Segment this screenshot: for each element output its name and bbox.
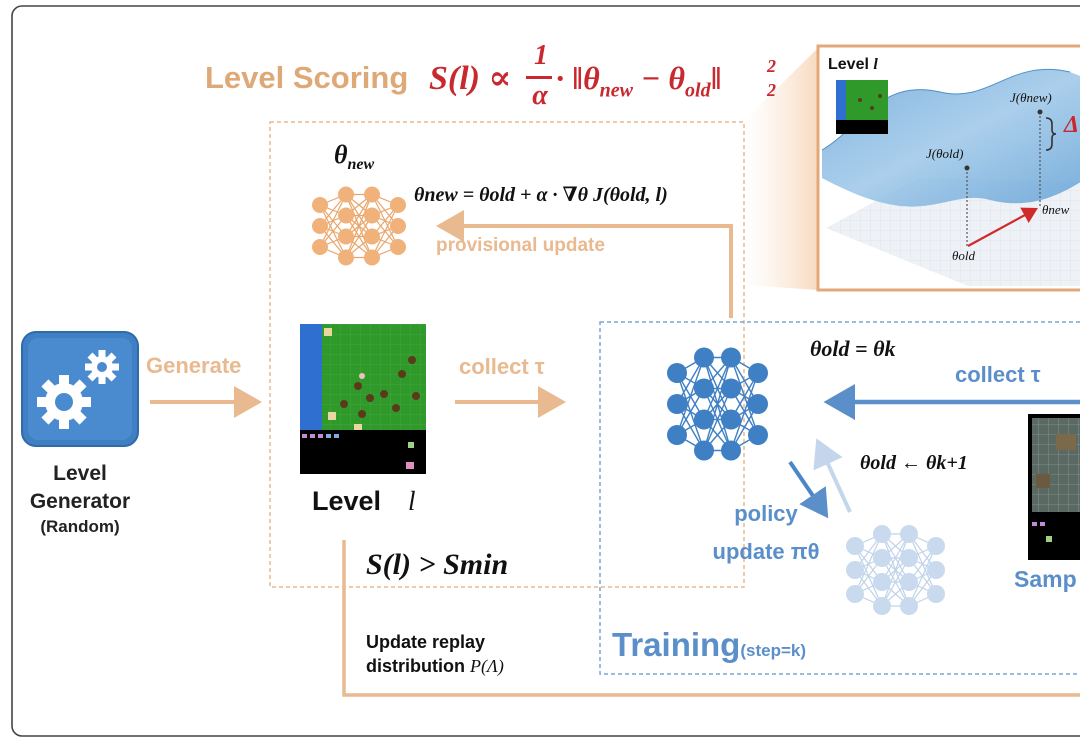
network-edge — [703, 357, 732, 420]
network-node — [900, 573, 918, 591]
theta-old-update: θold ← θk+1 — [860, 452, 968, 474]
collect-tau-orange: collect τ — [459, 354, 545, 379]
network-node — [900, 549, 918, 567]
collect-tau-blue: collect τ — [955, 362, 1041, 387]
theta-new-label: θnew — [334, 140, 375, 174]
network-edge — [703, 388, 732, 451]
inset-j-old: J(θold) — [926, 146, 964, 161]
neural-network-icon — [312, 186, 406, 266]
network-edge — [345, 194, 373, 237]
update-formula: θnew = θold + α · ∇θ J(θold, l) — [414, 184, 668, 206]
network-edge — [730, 372, 759, 451]
level-label: Level — [312, 486, 382, 516]
training-title: Training(step=k) — [612, 626, 807, 663]
network-node — [338, 228, 354, 245]
network-node — [667, 425, 687, 445]
network-node — [338, 207, 354, 224]
network-node — [721, 440, 741, 461]
inset-j-new: J(θnew) — [1010, 90, 1052, 105]
network-edge — [703, 357, 732, 451]
network-node — [338, 249, 354, 266]
replay-label: Update replay distribution P(Λ) — [366, 632, 504, 676]
theta-old-eq: θold = θk — [810, 336, 896, 361]
network-node — [721, 409, 741, 430]
network-edge — [854, 533, 883, 595]
network-node — [873, 525, 891, 543]
gear-icon — [21, 331, 139, 447]
neural-network-icon — [846, 525, 945, 615]
network-node — [667, 394, 687, 414]
network-node — [927, 585, 945, 603]
network-edge — [676, 357, 705, 436]
generate-label: Generate — [146, 353, 242, 378]
network-node — [364, 228, 380, 245]
network-node — [694, 347, 714, 368]
network-node — [846, 585, 864, 603]
scoring-frac-bar — [526, 76, 552, 79]
network-node — [390, 239, 406, 255]
network-node — [846, 561, 864, 579]
network-node — [667, 363, 687, 383]
network-node — [390, 218, 406, 234]
inset-theta-new: θnew — [1042, 202, 1070, 217]
score-condition: S(l) > Smin — [366, 548, 509, 581]
provisional-update-label: provisional update — [436, 235, 605, 256]
network-node — [694, 440, 714, 461]
network-edge — [345, 194, 373, 258]
network-node — [927, 561, 945, 579]
network-node — [312, 197, 328, 213]
inset-theta-old: θold — [952, 248, 975, 263]
inset-title: Level l — [828, 56, 878, 73]
network-node — [338, 186, 354, 203]
network-node — [364, 186, 380, 203]
inset-delta: Δ — [1064, 112, 1080, 138]
generator-label: Level Generator (Random) — [29, 462, 131, 536]
network-node — [900, 597, 918, 615]
network-edge — [908, 545, 937, 607]
network-edge — [881, 533, 910, 607]
network-node — [748, 394, 768, 414]
network-edge — [881, 557, 910, 607]
level-map-icon — [300, 324, 426, 474]
scoring-frac-num: 1 — [534, 40, 548, 71]
sample-label: Samp — [1014, 566, 1077, 592]
network-node — [748, 363, 768, 383]
network-edge — [319, 194, 347, 248]
network-node — [312, 218, 328, 234]
network-node — [873, 573, 891, 591]
scoring-frac-den: α — [532, 80, 548, 111]
scoring-sup: 2 — [767, 56, 776, 76]
network-node — [364, 207, 380, 224]
network-node — [694, 378, 714, 399]
level-scoring-title: Level Scoring — [205, 60, 409, 95]
network-node — [721, 378, 741, 399]
network-node — [748, 425, 768, 445]
network-node — [873, 597, 891, 615]
neural-network-icon — [667, 347, 768, 461]
network-edge — [881, 533, 910, 583]
loss-surface-icon — [816, 44, 1080, 292]
network-node — [873, 549, 891, 567]
network-node — [900, 525, 918, 543]
scoring-sub: 2 — [767, 80, 776, 100]
network-node — [312, 239, 328, 255]
scoring-formula-lhs: S(l) ∝ — [429, 60, 512, 97]
scoring-formula-rhs: · ‖θnew − θold‖ — [556, 60, 722, 102]
network-node — [694, 409, 714, 430]
network-node — [927, 537, 945, 555]
network-node — [721, 347, 741, 368]
network-edge — [345, 215, 373, 258]
policy-update-label: policy update πθ — [712, 501, 820, 564]
network-edge — [371, 204, 399, 258]
network-node — [846, 537, 864, 555]
level-var: l — [408, 486, 416, 516]
network-node — [390, 197, 406, 213]
network-node — [364, 249, 380, 266]
